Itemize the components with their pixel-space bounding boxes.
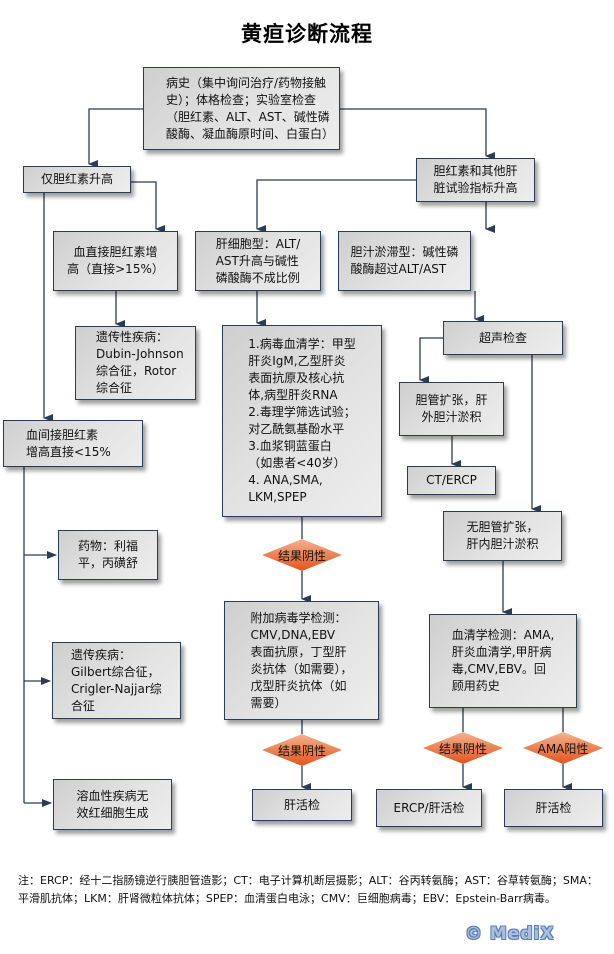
- hereditary-gilbert-text: 遗传疾病： Gilbert综合征， Crigler-Najjar综 合征: [71, 647, 162, 713]
- direct-bilirubin-box: 血直接胆红素增 高（直接>15%）: [53, 231, 178, 291]
- diamond-shape: [262, 539, 342, 571]
- hereditary-dubin-text: 遗传性疾病： Dubin-Johnson 综合征，Rotor 综合征: [96, 330, 184, 395]
- diamond-shape: [262, 734, 342, 766]
- bilirubin-liver-text: 胆红素和其他肝 脏试验指标升高: [433, 164, 518, 195]
- hereditary-gilbert-box: 遗传疾病： Gilbert综合征， Crigler-Najjar综 合征: [52, 642, 181, 719]
- diagram-title: 黄疸诊断流程: [241, 21, 373, 46]
- footnote: 注：ERCP：经十二指肠镜逆行胰胆管造影；CT：电子计算机断层摄影；ALT：谷丙…: [18, 874, 598, 905]
- diamond-shape: [423, 732, 503, 764]
- decision-negative-1-label: 结果阴性: [277, 548, 326, 563]
- decision-negative-3: 结果阴性: [423, 732, 503, 764]
- hepatocellular-box: 肝细胞型：ALT/ AST升高与碱性 磷酸酶不成比例: [195, 231, 321, 291]
- duct-dilated-box: 胆管扩张，肝 外胆汁淤积: [399, 382, 504, 436]
- cholestatic-text: 胆汁淤滞型：碱性磷 酸酶超过ALT/AST: [350, 245, 459, 276]
- liver-biopsy-center-box: 肝活检: [252, 789, 352, 821]
- decision-negative-3-label: 结果阴性: [438, 741, 487, 756]
- decision-ama-positive: AMA阳性: [523, 732, 603, 764]
- cholestatic-box: 胆汁淤滞型：碱性磷 酸酶超过ALT/AST: [338, 231, 471, 291]
- duct-dilated-text: 胆管扩张，肝 外胆汁淤积: [415, 393, 488, 424]
- serology-box: 血清学检测：AMA, 肝炎血清学,甲肝病 毒,CMV,EBV。回 顾用药史: [429, 614, 577, 708]
- decision-ama-positive-label: AMA阳性: [537, 741, 589, 756]
- hepatocellular-text: 肝细胞型：ALT/ AST升高与碱性 磷酸酶不成比例: [215, 236, 301, 285]
- drugs-text: 药物：利福 平，丙磺舒: [77, 539, 138, 570]
- ct-ercp-text: CT/ERCP: [426, 473, 477, 487]
- decision-negative-2-label: 结果阴性: [277, 743, 326, 758]
- liver-biopsy-right-box: 肝活检: [504, 789, 603, 827]
- decision-negative-1: 结果阴性: [262, 539, 342, 571]
- hemolysis-text: 溶血性疾病无 效红细胞生成: [76, 788, 149, 820]
- drugs-box: 药物：利福 平，丙磺舒: [58, 530, 158, 580]
- diamond-shape: [523, 732, 603, 764]
- bilirubin-only-box: 仅胆红素升高: [23, 166, 131, 193]
- hemolysis-box: 溶血性疾病无 效红细胞生成: [53, 779, 172, 830]
- indirect-bilirubin-box: 血间接胆红素 增高直接<15%: [3, 420, 143, 467]
- edge-ultrasound-to-duct-dilated: [419, 337, 443, 384]
- decision-negative-2: 结果阴性: [262, 734, 342, 766]
- workup-list-box: 1.病毒血清学：甲型 肝炎IgM,乙型肝炎 表面抗原及核心抗 体,病型肝炎RNA…: [222, 325, 382, 517]
- ct-ercp-box: CT/ERCP: [407, 466, 496, 495]
- bilirubin-liver-box: 胆红素和其他肝 脏试验指标升高: [416, 158, 535, 202]
- liver-biopsy-center-text: 肝活检: [283, 797, 320, 812]
- no-duct-dilated-box: 无胆管扩张， 肝内胆汁淤积: [443, 511, 562, 561]
- ultrasound-box: 超声检查: [443, 321, 563, 355]
- hereditary-dubin-box: 遗传性疾病： Dubin-Johnson 综合征，Rotor 综合征: [75, 326, 196, 400]
- indirect-bilirubin-text: 血间接胆红素 增高直接<15%: [26, 427, 111, 459]
- ultrasound-text: 超声检查: [478, 330, 527, 345]
- edge-history-to-bilirubin-liver: [340, 108, 495, 160]
- edge-liver-to-hepatocellular: [256, 179, 416, 233]
- additional-virology-text: 附加病毒学检测： CMV,DNA,EBV 表面抗原，丁型肝 炎抗体（如需要）， …: [250, 610, 353, 710]
- ercp-biopsy-box: ERCP/肝活检: [376, 789, 482, 827]
- direct-bilirubin-text: 血直接胆红素增 高（直接>15%）: [67, 245, 164, 276]
- history-exam-box: 病史（集中询问治疗/药物接触 史）；体格检查；实验室检查 （胆红素、ALT、AS…: [143, 67, 340, 150]
- edge-history-to-bilirubin-only: [88, 108, 143, 168]
- medix-watermark: © MediX: [465, 924, 555, 944]
- ercp-biopsy-text: ERCP/肝活检: [393, 800, 465, 815]
- liver-biopsy-right-text: 肝活检: [535, 800, 572, 815]
- history-exam-text: 病史（集中询问治疗/药物接触 史）；体格检查；实验室检查 （胆红素、ALT、AS…: [166, 75, 335, 141]
- edge-bilirubin-only-to-direct: [131, 181, 165, 233]
- additional-virology-box: 附加病毒学检测： CMV,DNA,EBV 表面抗原，丁型肝 炎抗体（如需要）， …: [224, 601, 379, 720]
- serology-text: 血清学检测：AMA, 肝炎血清学,甲肝病 毒,CMV,EBV。回 顾用药史: [451, 628, 555, 693]
- workup-list-text: 1.病毒血清学：甲型 肝炎IgM,乙型肝炎 表面抗原及核心抗 体,病型肝炎RNA…: [248, 337, 356, 504]
- bilirubin-only-text: 仅胆红素升高: [40, 172, 113, 186]
- no-duct-dilated-text: 无胆管扩张， 肝内胆汁淤积: [466, 520, 539, 551]
